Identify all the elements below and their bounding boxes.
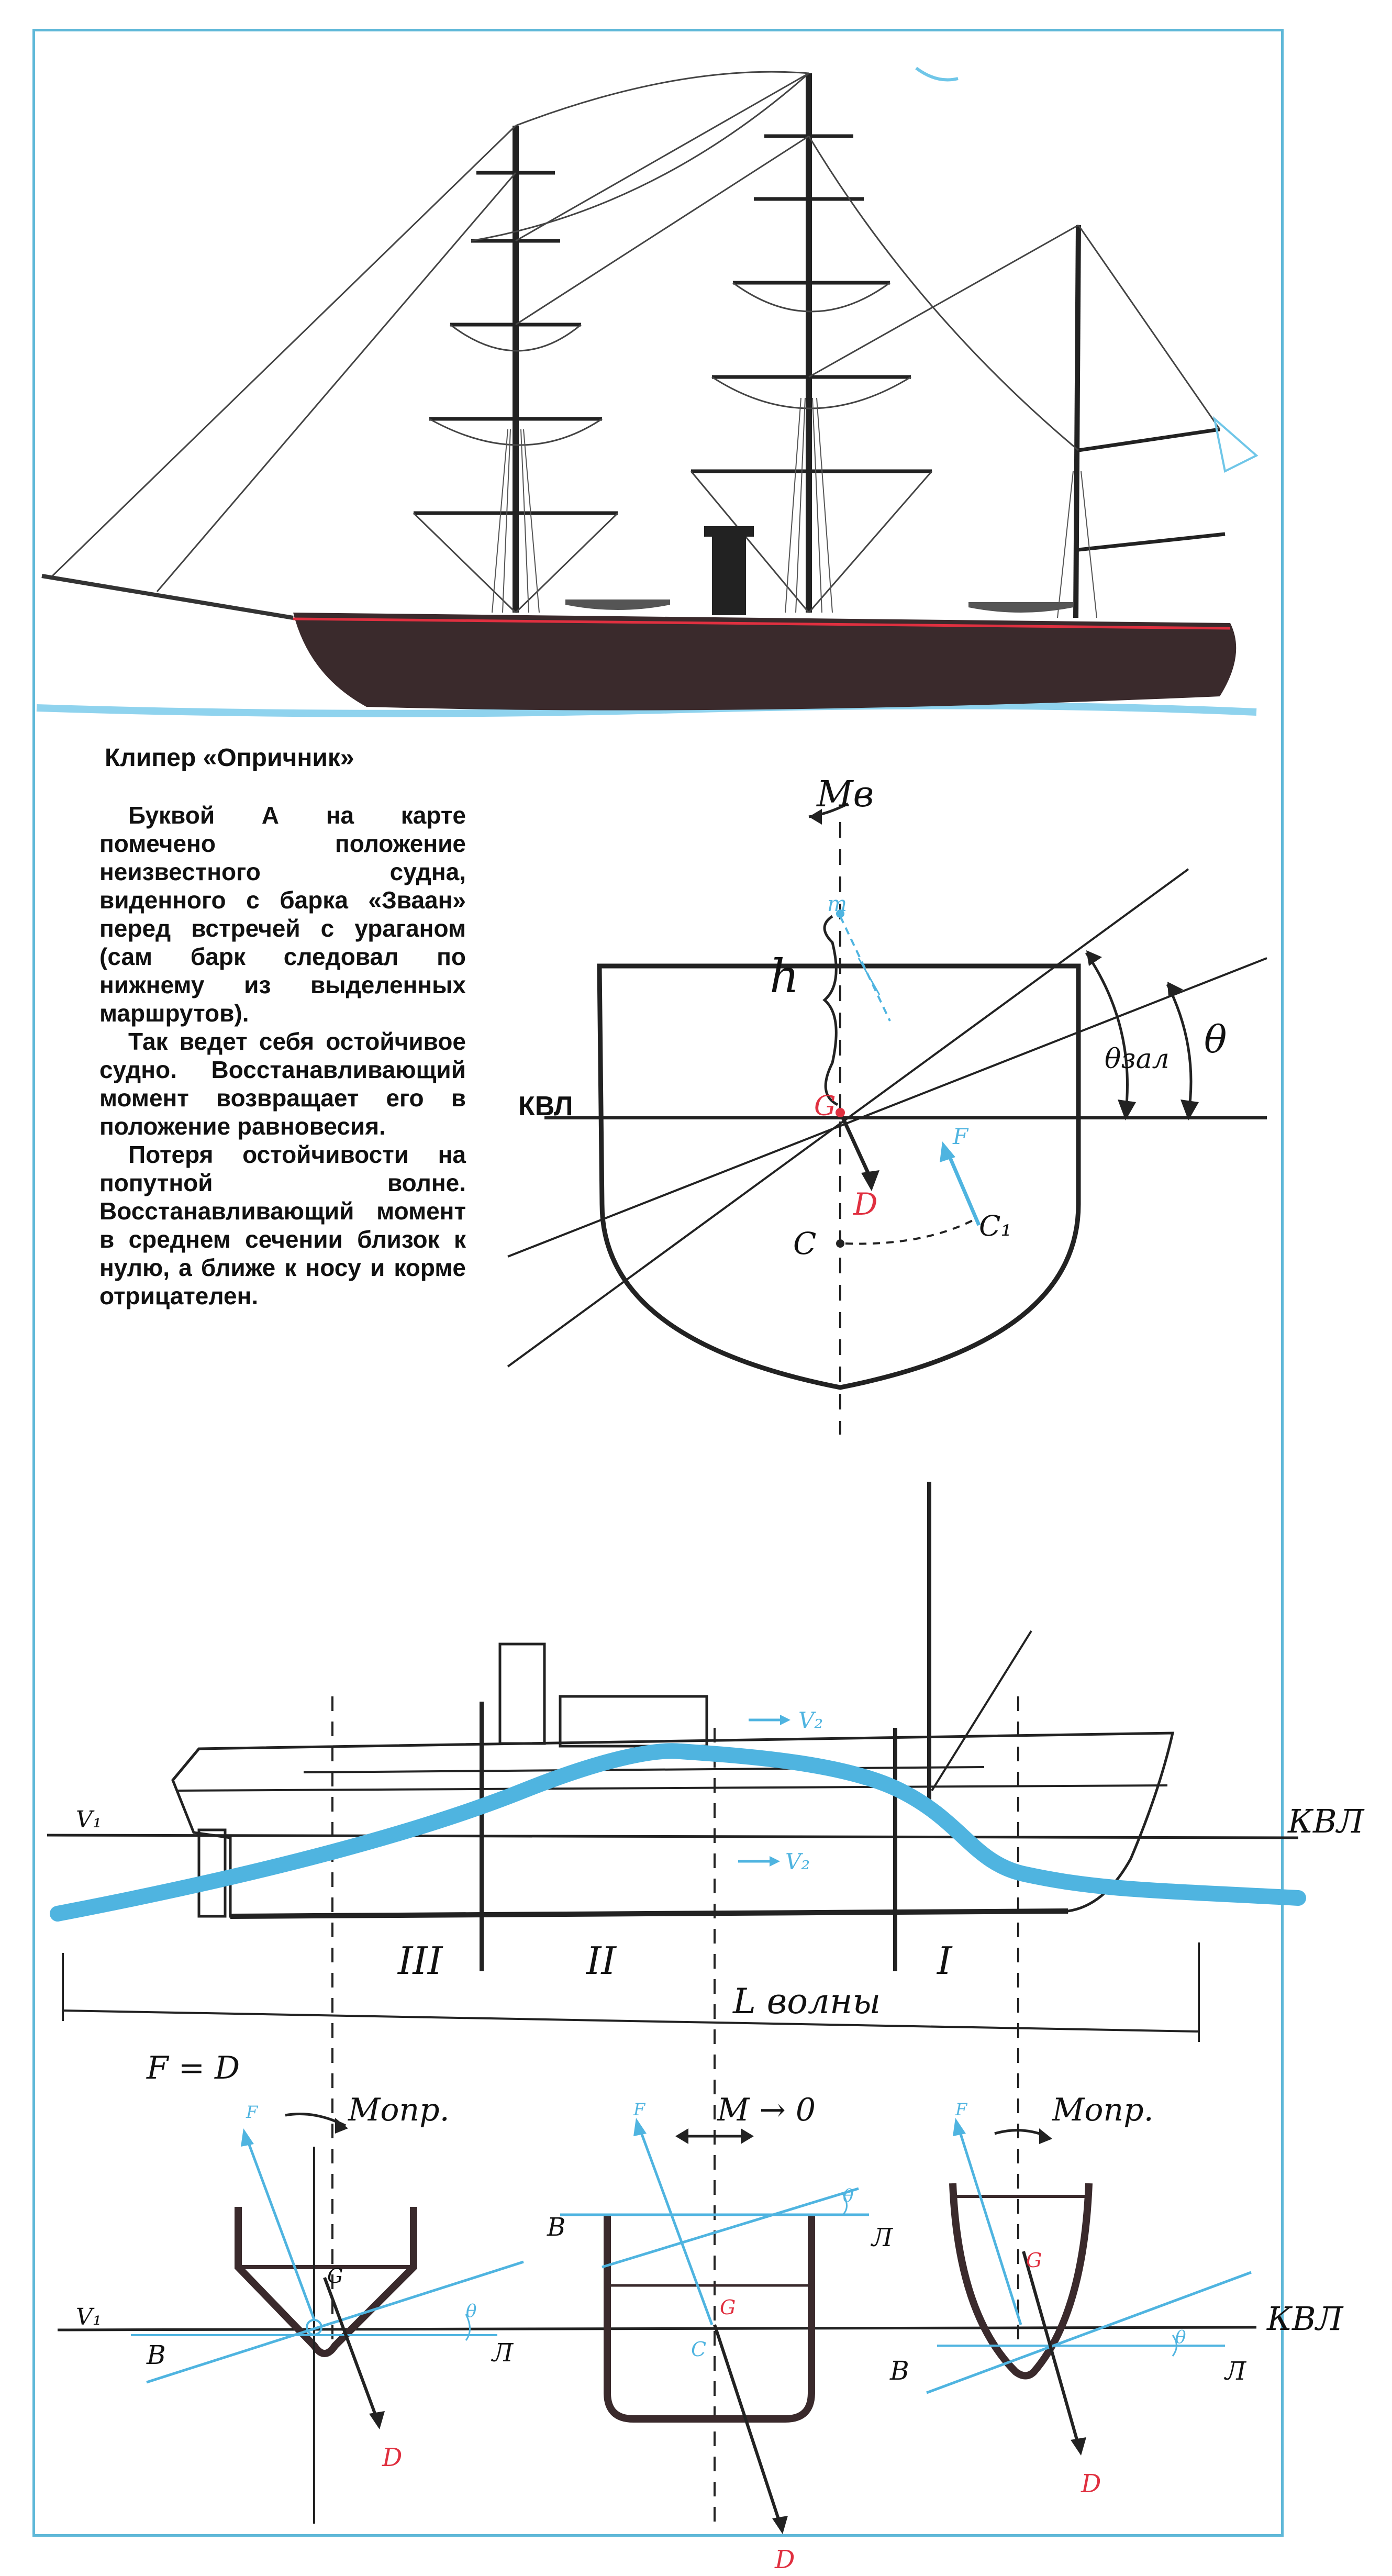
left-l-label: Л — [491, 2338, 514, 2368]
m-label: m — [827, 892, 847, 916]
text-column: Буквой А на карте помечено положение неи… — [99, 801, 466, 1310]
kvl-label: КВЛ — [518, 1091, 573, 1122]
mid-c-label: C — [691, 2338, 706, 2361]
v2-bottom-label: V₂ — [785, 1849, 810, 1874]
middle-incline — [602, 2187, 859, 2269]
right-d-label: D — [1081, 2469, 1101, 2499]
boat-1 — [565, 599, 670, 610]
right-g-label: G — [1026, 2249, 1042, 2272]
section-middle — [560, 2118, 869, 2534]
section-label-3: III — [397, 1939, 443, 1983]
moment-label: Мв — [816, 774, 874, 815]
f-label: F — [952, 1124, 969, 1149]
right-theta-label: θ — [1175, 2327, 1186, 2348]
left-d-arrow — [323, 2277, 378, 2420]
left-d-label: D — [382, 2443, 402, 2472]
sections-v1-label: V₁ — [76, 2304, 102, 2330]
mizzen-mast — [1073, 225, 1081, 618]
right-l-label: Л — [1224, 2357, 1247, 2386]
g-point — [836, 1108, 845, 1117]
c-c1-path — [845, 1219, 974, 1245]
ship-hull — [293, 613, 1237, 710]
left-g-label: G — [327, 2264, 343, 2288]
theta-label: θ — [1204, 1017, 1227, 1061]
mid-theta-label: θ — [843, 2185, 853, 2206]
equation-label: F = D — [146, 2050, 240, 2086]
mid-d-label: D — [774, 2545, 795, 2574]
left-incline — [146, 2260, 524, 2384]
middle-d-arrow — [713, 2324, 782, 2524]
right-d-arrow — [1022, 2251, 1080, 2446]
wave-funnel — [498, 1642, 546, 1745]
ship-caption: Клипер «Опричник» — [105, 744, 354, 772]
paragraph-1: Буквой А на карте помечено положение неи… — [99, 802, 466, 1027]
moment-mid-label: M → 0 — [717, 2092, 816, 2128]
wave-kvl-label: КВЛ — [1287, 1802, 1365, 1840]
d-arrow — [841, 1117, 874, 1182]
wave-length-label: L волны — [732, 1981, 881, 2022]
right-hull — [949, 2183, 1093, 2380]
metacenter-point — [836, 909, 844, 918]
moment-right-label: Мопр. — [1052, 2092, 1154, 2128]
section-lines — [331, 1696, 1019, 2524]
funnel — [712, 531, 746, 615]
flag — [1212, 416, 1259, 473]
section-left — [131, 2113, 524, 2524]
mid-l-label: Л — [871, 2223, 894, 2252]
three-sections-diagram: F = D Мопр. M → 0 Мопр. V₁ КВЛ B Л G D B… — [57, 2050, 1344, 2574]
m-dashed — [839, 916, 891, 1021]
incline-line-1 — [507, 868, 1189, 1368]
wave-length-line — [62, 2009, 1199, 2033]
hull-stripe — [293, 617, 1231, 630]
section-hull — [597, 963, 1081, 1390]
section-label-2: II — [585, 1939, 617, 1983]
section-right — [926, 2118, 1252, 2456]
h-bracket — [822, 915, 839, 1106]
left-theta-label: θ — [466, 2301, 476, 2322]
d-label: D — [853, 1186, 878, 1222]
c-point — [836, 1239, 844, 1248]
mid-f-label: F — [633, 2100, 646, 2119]
v1-label: V₁ — [76, 1806, 102, 1833]
yards — [414, 134, 1226, 552]
shrouds — [492, 397, 1097, 618]
paragraph-2: Так ведет себя остойчивое судно. Восстан… — [99, 1028, 466, 1140]
boat-2 — [968, 602, 1073, 613]
bowsprit — [41, 574, 294, 620]
incline-line-2 — [507, 957, 1267, 1258]
stability-cross-section: Мв m h G КВЛ D F C C₁ θ θзал — [507, 774, 1267, 1435]
theta-zal-arc — [1085, 952, 1129, 1116]
left-b-label: B — [146, 2340, 166, 2370]
v2-top-label: V₂ — [798, 1707, 823, 1733]
rigging — [51, 71, 1221, 614]
left-f-label: F — [246, 2102, 259, 2122]
wave-hull — [171, 1731, 1175, 1918]
f-arrow — [945, 1151, 981, 1226]
g-label: G — [814, 1091, 836, 1122]
right-f-label: F — [955, 2100, 968, 2119]
sections-kvl-label: КВЛ — [1266, 2300, 1344, 2338]
middle-hull — [604, 2215, 815, 2423]
mid-g-label: G — [720, 2296, 736, 2319]
sections-kvl-line — [57, 2326, 1257, 2331]
right-incline — [926, 2271, 1252, 2394]
section-label-1: I — [936, 1939, 953, 1983]
moment-left-label: Мопр. — [348, 2092, 450, 2128]
theta-zal-label: θзал — [1105, 1043, 1170, 1075]
mid-b-label: B — [547, 2213, 565, 2242]
right-b-label: B — [889, 2356, 909, 2386]
wave-curve — [50, 1743, 1306, 1922]
theta-arc — [1166, 983, 1193, 1116]
wave-profile-diagram: V₁ V₂ V₂ КВЛ III II I L волны — [47, 1482, 1365, 2524]
wave-kvl-line — [47, 1834, 1299, 1839]
clipper-ship-illustration — [36, 66, 1259, 717]
c-label: C — [793, 1226, 816, 1261]
c1-label: C₁ — [979, 1209, 1012, 1242]
h-label: h — [770, 949, 799, 1003]
paragraph-3: Потеря остойчивости на попутной волне. В… — [99, 1141, 466, 1309]
deckhouse — [559, 1695, 708, 1748]
